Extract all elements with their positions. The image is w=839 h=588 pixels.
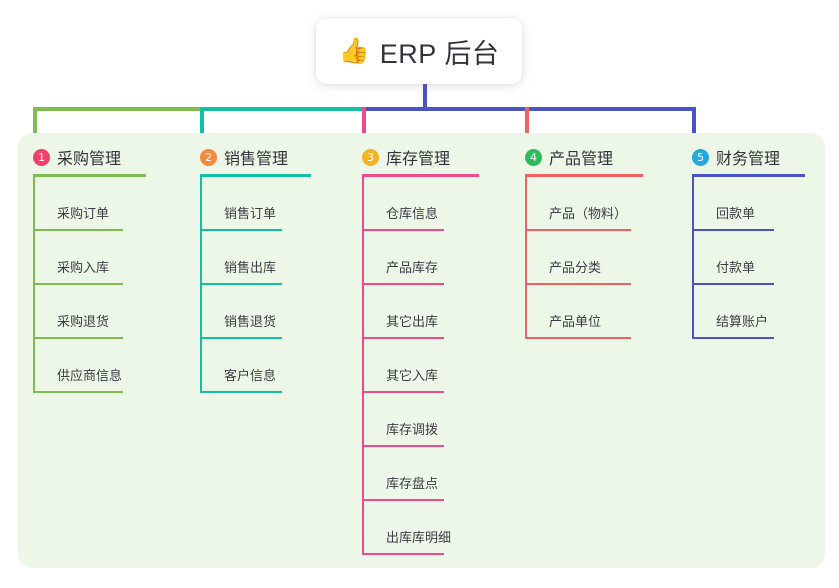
leaf-label: 其它入库 [386, 368, 439, 383]
leaf-label: 仓库信息 [386, 206, 439, 221]
branch-label: 财务管理 [716, 151, 781, 168]
leaf-rule [33, 229, 123, 231]
branch-badge-2: 2 [200, 148, 217, 166]
leaf-rule [525, 229, 631, 231]
leaf-label: 采购退货 [57, 314, 110, 329]
branch-label: 采购管理 [57, 151, 122, 168]
branch-header-rule [362, 174, 479, 177]
leaf-label: 产品库存 [386, 260, 439, 275]
branch-header-5[interactable]: 5 财务管理 [692, 145, 780, 169]
connector-stem [423, 84, 427, 111]
leaf-label: 结算账户 [716, 314, 769, 329]
leaf-label: 销售订单 [224, 206, 277, 221]
leaf-node[interactable]: 客户信息 [200, 339, 282, 393]
branch-header-rule [525, 174, 643, 177]
leaf-rule [525, 337, 631, 339]
branch-spine [200, 177, 202, 393]
branch-header-2[interactable]: 2 销售管理 [200, 145, 288, 169]
branch-spine [33, 177, 35, 393]
connector-bus-segment-3 [362, 107, 696, 111]
leaf-label: 库存盘点 [386, 476, 439, 491]
branch-header-rule [33, 174, 146, 177]
leaf-node[interactable]: 库存调拨 [362, 393, 444, 447]
leaf-node[interactable]: 产品单位 [525, 285, 631, 339]
leaf-label: 产品分类 [549, 260, 602, 275]
branch-header-rule [200, 174, 311, 177]
leaf-label: 出库库明细 [386, 530, 452, 545]
leaf-node[interactable]: 回款单 [692, 177, 774, 231]
leaf-rule [362, 283, 444, 285]
branch-label: 库存管理 [386, 151, 451, 168]
leaf-rule [692, 283, 774, 285]
leaf-rule [33, 337, 123, 339]
leaf-label: 供应商信息 [57, 368, 123, 383]
leaf-rule [692, 337, 774, 339]
leaf-node[interactable]: 产品库存 [362, 231, 444, 285]
leaf-node[interactable]: 产品（物料） [525, 177, 631, 231]
leaf-label: 付款单 [716, 260, 756, 275]
branch-badge-1: 1 [33, 148, 50, 166]
branch-panel: 1 采购管理采购订单采购入库采购退货供应商信息 2 销售管理销售订单销售出库销售退货客… [18, 133, 825, 568]
leaf-label: 产品（物料） [549, 206, 628, 221]
leaf-rule [525, 283, 631, 285]
leaf-rule [200, 229, 282, 231]
thumbs-up-icon: 👍 [338, 36, 370, 65]
branch-header-4[interactable]: 4 产品管理 [525, 145, 613, 169]
leaf-label: 采购订单 [57, 206, 110, 221]
leaf-rule [33, 391, 123, 393]
leaf-label: 客户信息 [224, 368, 277, 383]
branch-spine [525, 177, 527, 339]
branch-spine [692, 177, 694, 339]
leaf-rule [362, 229, 444, 231]
leaf-node[interactable]: 销售退货 [200, 285, 282, 339]
branch-badge-4: 4 [525, 148, 542, 166]
leaf-rule [362, 391, 444, 393]
leaf-node[interactable]: 其它入库 [362, 339, 444, 393]
leaf-rule [33, 283, 123, 285]
leaf-label: 库存调拨 [386, 422, 439, 437]
leaf-node[interactable]: 其它出库 [362, 285, 444, 339]
connector-bus-segment-1 [33, 107, 204, 111]
leaf-rule [362, 337, 444, 339]
leaf-node[interactable]: 销售出库 [200, 231, 282, 285]
root-title: ERP 后台 [379, 38, 500, 69]
leaf-node[interactable]: 采购退货 [33, 285, 123, 339]
leaf-label: 采购入库 [57, 260, 110, 275]
leaf-node[interactable]: 付款单 [692, 231, 774, 285]
leaf-label: 产品单位 [549, 314, 602, 329]
leaf-rule [200, 391, 282, 393]
branch-label: 产品管理 [549, 151, 614, 168]
leaf-label: 回款单 [716, 206, 756, 221]
leaf-rule [362, 445, 444, 447]
leaf-node[interactable]: 销售订单 [200, 177, 282, 231]
leaf-node[interactable]: 结算账户 [692, 285, 774, 339]
leaf-rule [692, 229, 774, 231]
leaf-label: 销售退货 [224, 314, 277, 329]
leaf-node[interactable]: 产品分类 [525, 231, 631, 285]
leaf-rule [362, 499, 444, 501]
branch-label: 销售管理 [224, 151, 289, 168]
branch-badge-5: 5 [692, 148, 709, 166]
leaf-rule [200, 283, 282, 285]
leaf-label: 销售出库 [224, 260, 277, 275]
connector-bus-segment-2 [200, 107, 366, 111]
leaf-node[interactable]: 仓库信息 [362, 177, 444, 231]
leaf-node[interactable]: 供应商信息 [33, 339, 123, 393]
leaf-node[interactable]: 出库库明细 [362, 501, 451, 555]
branch-badge-3: 3 [362, 148, 379, 166]
root-node[interactable]: 👍 ERP 后台 [316, 18, 522, 84]
leaf-label: 其它出库 [386, 314, 439, 329]
leaf-rule [362, 553, 444, 555]
branch-header-1[interactable]: 1 采购管理 [33, 145, 121, 169]
branch-spine [362, 177, 364, 555]
branch-header-rule [692, 174, 805, 177]
branch-header-3[interactable]: 3 库存管理 [362, 145, 450, 169]
leaf-node[interactable]: 采购订单 [33, 177, 123, 231]
leaf-node[interactable]: 采购入库 [33, 231, 123, 285]
leaf-rule [200, 337, 282, 339]
leaf-node[interactable]: 库存盘点 [362, 447, 444, 501]
